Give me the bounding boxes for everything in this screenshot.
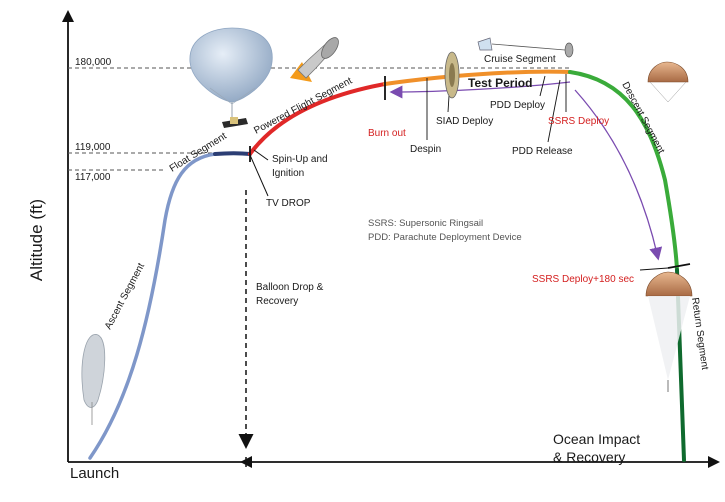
axes <box>62 10 720 468</box>
pdd-deploy-label: PDD Deploy <box>490 100 545 111</box>
cruise-vehicle-illustration <box>477 37 574 58</box>
siad-vehicle-illustration <box>444 51 460 99</box>
legend-pdd: PDD: Parachute Deployment Device <box>368 232 522 243</box>
descent-segment-line <box>568 70 679 272</box>
launch-balloon-illustration <box>81 334 106 425</box>
ssrs-plus-180-arrow <box>574 89 663 261</box>
x-axis-arrow <box>708 456 720 468</box>
tv-drop-leader <box>249 154 269 197</box>
pdd-release-arrow <box>389 81 571 99</box>
descent-parachute-illustration <box>647 61 689 103</box>
cruise-segment-label: Cruise Segment <box>484 54 556 65</box>
abbreviation-legend: SSRS: Supersonic Ringsail PDD: Parachute… <box>368 218 522 243</box>
ssrs-deploy-180-label: SSRS Deploy+180 sec <box>532 274 634 285</box>
tick-117000: 117,000 <box>75 172 111 183</box>
return-segment-label: Return Segment <box>689 297 710 371</box>
test-period-label: Test Period <box>468 76 532 90</box>
return-parachute-illustration <box>645 271 693 392</box>
spin-up-leader <box>253 149 269 161</box>
ssrs-180-tick <box>667 263 691 269</box>
tick-180000: 180,000 <box>75 57 112 68</box>
ignition-label: Ignition <box>272 168 304 179</box>
float-balloon-illustration <box>189 27 273 128</box>
ascent-segment-label: Ascent Segment <box>103 261 147 331</box>
despin-label: Despin <box>410 144 441 155</box>
pdd-release-leader <box>547 79 561 143</box>
x-axis-divider-arrow <box>240 456 252 468</box>
altitude-references: 180,000 119,000 117,000 <box>68 57 570 183</box>
ocean-impact-label-line2: & Recovery <box>553 449 625 465</box>
float-segment-line <box>213 151 252 156</box>
ssrs-180-leader <box>639 267 669 271</box>
siad-deploy-label: SIAD Deploy <box>436 116 493 127</box>
tv-drop-label: TV DROP <box>266 198 311 209</box>
event-arrows <box>389 81 663 261</box>
powered-segment-line <box>248 82 387 156</box>
y-axis-arrow <box>62 10 74 22</box>
balloon-drop-label-line2: Recovery <box>256 296 298 307</box>
legend-ssrs: SSRS: Supersonic Ringsail <box>368 218 483 229</box>
spin-up-label: Spin-Up and <box>272 154 328 165</box>
powered-flight-segment-label: Powered Flight Segment <box>252 75 354 136</box>
ocean-impact-label-line1: Ocean Impact <box>553 431 640 447</box>
burn-out-label: Burn out <box>368 128 406 139</box>
ssrs-deploy-label: SSRS Deploy <box>548 116 609 127</box>
tick-119000: 119,000 <box>75 142 111 153</box>
cruise-segment-line <box>383 69 572 86</box>
balloon-drop-label-line1: Balloon Drop & <box>256 282 324 293</box>
launch-label: Launch <box>70 465 119 482</box>
descent-segment-label: Descent Segment <box>619 80 666 156</box>
pdd-release-label: PDD Release <box>512 146 573 157</box>
rocket-vehicle-illustration <box>290 37 339 82</box>
ascent-segment-line <box>88 152 217 460</box>
y-axis-label: Altitude (ft) <box>27 199 46 281</box>
pdd-deploy-leader <box>539 75 546 97</box>
